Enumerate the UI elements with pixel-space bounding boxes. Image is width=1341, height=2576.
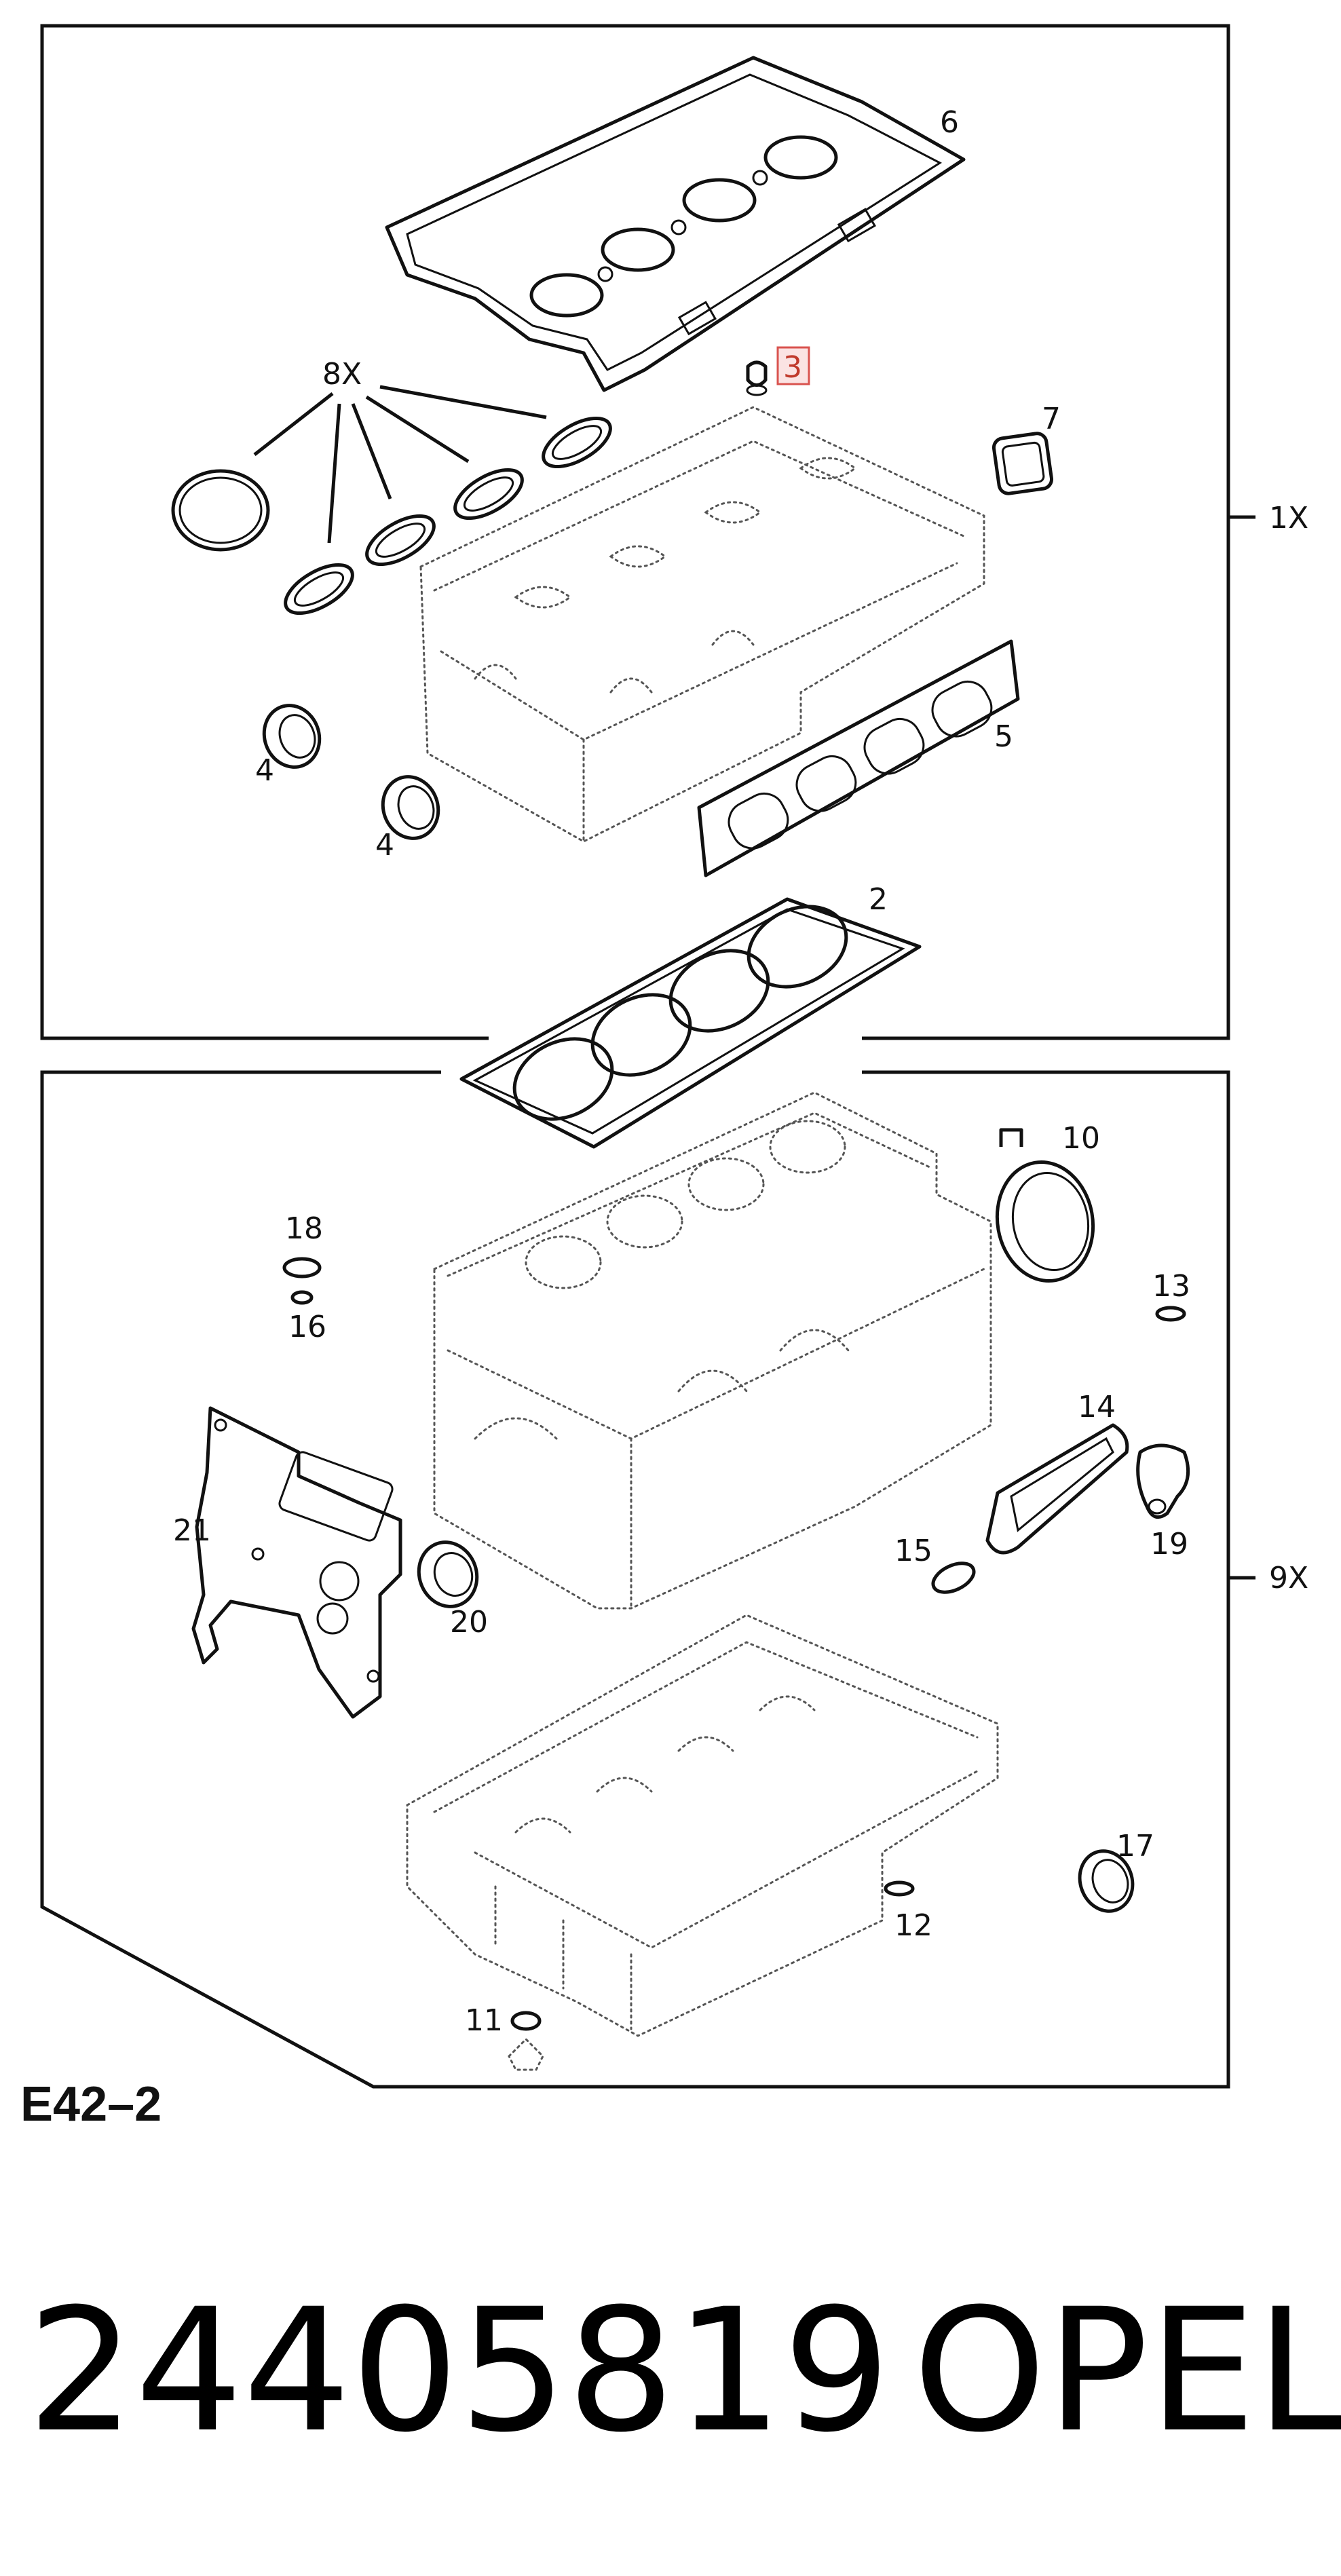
o-ring-12	[884, 1880, 915, 1897]
o-ring-17	[1078, 1849, 1135, 1913]
valve-stem-seal[interactable]	[746, 360, 768, 396]
camshaft-seal-upper	[262, 704, 322, 769]
callout-18: 18	[285, 1211, 323, 1246]
oil-pan-outline	[406, 1614, 999, 2037]
callout-15: 15	[894, 1534, 932, 1568]
callout-12: 12	[894, 1908, 932, 1943]
filter-housing-gasket	[1136, 1443, 1190, 1519]
callout-13: 13	[1152, 1269, 1190, 1304]
timing-cover-gasket	[191, 1406, 402, 1719]
callout-11: 11	[465, 2003, 503, 2038]
brand-name: OPEL	[913, 2272, 1341, 2469]
oil-cooler-gasket	[985, 1423, 1129, 1555]
diagram-id: E42–2	[20, 2077, 162, 2132]
o-ring-15	[931, 1561, 976, 1594]
drain-plug	[508, 2011, 544, 2071]
callout-14: 14	[1078, 1390, 1116, 1424]
callout-6: 6	[940, 105, 959, 140]
o-ring-leader-lines	[253, 385, 547, 544]
crankshaft-front-seal	[417, 1540, 479, 1608]
lower-group-frame	[40, 1070, 1230, 2089]
upper-group-frame	[40, 24, 1230, 1040]
callout-17: 17	[1116, 1829, 1154, 1863]
exhaust-manifold-gasket	[697, 639, 1020, 877]
callout-3-highlight-box[interactable]	[776, 346, 810, 385]
engine-block-outline	[433, 1091, 992, 1610]
small-o-ring-13	[1155, 1306, 1186, 1322]
o-ring-set	[171, 416, 612, 615]
cylinder-head-outline	[419, 406, 985, 843]
callout-10: 10	[1062, 1121, 1100, 1156]
callout-19: 19	[1150, 1527, 1188, 1561]
callout-20: 20	[450, 1605, 488, 1640]
callout-16: 16	[288, 1310, 326, 1344]
o-ring-18	[282, 1257, 322, 1278]
callout-8x: 8X	[322, 357, 362, 392]
callout-7: 7	[1042, 402, 1061, 436]
upper-group-quantity: 1X	[1269, 501, 1308, 535]
cylinder-head-gasket	[459, 897, 922, 1149]
callout-4-upper: 4	[255, 753, 274, 788]
callout-21: 21	[173, 1513, 211, 1548]
callout-4-lower: 4	[375, 828, 394, 863]
callout-2: 2	[869, 882, 888, 917]
rear-main-seal	[995, 1128, 1095, 1283]
camshaft-seal-lower	[381, 775, 440, 840]
square-gasket	[991, 432, 1054, 495]
callout-3[interactable]: 3	[783, 350, 802, 385]
lower-group-quantity: 9X	[1269, 1561, 1308, 1595]
o-ring-16	[290, 1290, 314, 1305]
callout-5: 5	[994, 719, 1013, 754]
part-number: 24405819	[27, 2272, 890, 2469]
valve-cover-gasket	[385, 56, 966, 392]
